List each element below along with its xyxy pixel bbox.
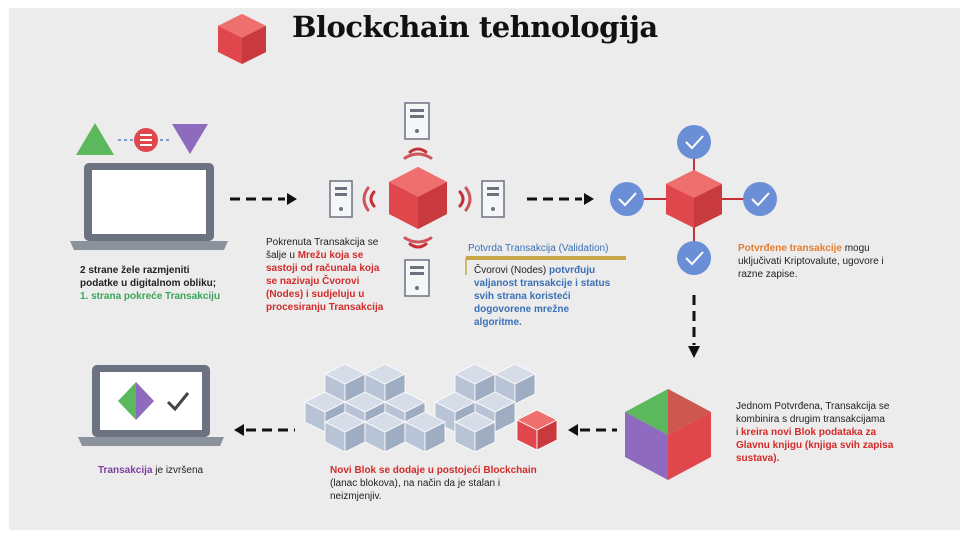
step2-line5: (Nodes) i sudjeluju u	[266, 289, 365, 300]
arrow-right-2	[527, 193, 594, 205]
laptop-icon	[70, 163, 228, 250]
arrow-right-1	[230, 193, 297, 205]
arrow-down	[688, 295, 700, 358]
step2-line2b: Mrežu koja se	[297, 250, 364, 261]
chain-cube	[404, 411, 446, 453]
step1-line2: podatke u digitalnom obliku;	[80, 278, 217, 289]
blockchain-cubes-icon	[304, 363, 558, 453]
validation-text: Čvorovi (Nodes) potvrđuju valjanost tran…	[474, 264, 634, 329]
validation-line2: valjanost transakcije i status	[474, 278, 611, 289]
signal-waves-icon	[362, 147, 472, 249]
step1-text: 2 strane žele razmjeniti podatke u digit…	[80, 264, 240, 303]
arrow-left-1	[568, 424, 617, 436]
validation-line1: Čvorovi (Nodes) potvrđuju	[474, 264, 634, 277]
validation-line5: algoritme.	[474, 317, 522, 328]
title-cube-icon	[218, 14, 266, 64]
purple-triangle-icon	[172, 124, 208, 154]
step2-line4: se nazivaju Čvorovi	[266, 276, 360, 287]
new-chain-cube	[516, 409, 558, 451]
document-icon	[134, 128, 158, 152]
step5-line4: Glavnu knjigu (knjiga svih zapisa	[736, 440, 894, 451]
green-triangle-icon	[76, 123, 114, 155]
step5-line1: Jednom Potvrđena, Transakcija se	[736, 401, 890, 412]
network-cube-icon	[389, 167, 447, 229]
check-circle-icon-top	[677, 125, 711, 159]
step7-b: je izvršena	[152, 465, 204, 476]
step6-text: Novi Blok se dodaje u postojeći Blockcha…	[330, 464, 560, 503]
validation-line1b: potvrđuju	[549, 265, 596, 276]
server-icon-top	[404, 102, 430, 140]
step6-line3: neizmjenjiv.	[330, 491, 382, 502]
page-title: Blockchain tehnologija	[292, 10, 658, 44]
step4-line1a: Potvrđene transakcije	[738, 243, 842, 254]
server-icon-bottom	[404, 259, 430, 297]
check-circle-icon-left	[610, 182, 644, 216]
step4-line3: razne zapise.	[738, 269, 798, 280]
step2-text: Pokrenuta Transakcija se šalje u Mrežu k…	[266, 236, 416, 314]
step2-line6: procesiranju Transakcija	[266, 302, 384, 313]
step5-line3a: i	[736, 427, 741, 438]
step4-text: Potvrđene transakcije mogu uključivati K…	[738, 242, 913, 281]
arrow-left-2	[234, 424, 295, 436]
server-icon-left	[329, 180, 353, 218]
step5-line3: i kreira novi Blok podataka za	[736, 426, 916, 439]
validation-line1a: Čvorovi (Nodes)	[474, 265, 550, 276]
validation-label: Potvrda Transakcija (Validation)	[468, 243, 609, 254]
step5-line3b: kreira novi Blok podataka za	[741, 427, 877, 438]
step2-line3: sastoji od računala koja	[266, 263, 380, 274]
step5-text: Jednom Potvrđena, Transakcija se kombini…	[736, 400, 916, 465]
step4-line2: uključivati Kriptovalute, ugovore i	[738, 256, 884, 267]
check-circle-icon-bottom	[677, 241, 711, 275]
step4-line1: Potvrđene transakcije mogu	[738, 242, 913, 255]
chain-cube	[364, 411, 406, 453]
step5-line2: kombinira s drugim transakcijama	[736, 414, 885, 425]
step6-line1: Novi Blok se dodaje u postojeći Blockcha…	[330, 465, 537, 476]
validation-line4: dogovorene mrežne	[474, 304, 570, 315]
step4-line1b: mogu	[841, 243, 870, 254]
step7-a: Transakcija	[98, 465, 153, 476]
step2-line1: Pokrenuta Transakcija se	[266, 237, 379, 248]
chain-cube	[324, 411, 366, 453]
server-icon-right	[481, 180, 505, 218]
step6-line2: (lanac blokova), na način da je stalan i	[330, 478, 501, 489]
laptop-done-icon	[78, 365, 224, 446]
step7-text: Transakcija je izvršena	[98, 464, 203, 477]
step5-line5: sustava).	[736, 453, 780, 464]
step1-line1: 2 strane žele razmjeniti	[80, 265, 190, 276]
step2-line2a: šalje u	[266, 250, 298, 261]
step2-line2: šalje u Mrežu koja se	[266, 249, 416, 262]
chain-cube	[454, 411, 496, 453]
step1-line3: 1. strana pokreće Transakciju	[80, 291, 221, 302]
check-circle-icon-right	[743, 182, 777, 216]
validated-network-graphic	[628, 143, 760, 258]
new-block-icon	[625, 389, 711, 480]
validation-line3: svih strana koristeći	[474, 291, 571, 302]
